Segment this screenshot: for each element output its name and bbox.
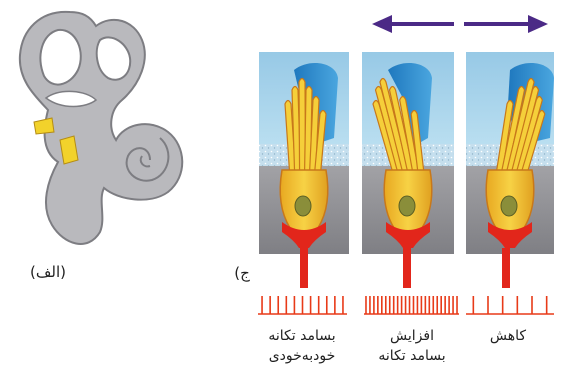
caption-spontaneous-line2: خودبه‌خودی xyxy=(269,348,336,364)
spike-train-increase xyxy=(364,296,459,314)
panel-spontaneous xyxy=(259,52,349,254)
arrow-left-icon xyxy=(372,15,454,33)
spike-train-decrease xyxy=(466,296,554,314)
spike-train-spontaneous xyxy=(258,296,347,314)
nucleus xyxy=(501,196,517,216)
nerve-fiber xyxy=(300,248,308,288)
caption-decrease: کاهش xyxy=(490,328,526,344)
nerve-fiber xyxy=(502,248,510,288)
panel-increase xyxy=(362,52,454,254)
panel-decrease xyxy=(466,52,554,254)
caption-increase-line2: بسامد تکانه xyxy=(378,348,445,364)
arrow-right-icon xyxy=(464,15,548,33)
nucleus xyxy=(295,196,311,216)
panel-c-label: (ج xyxy=(234,264,250,283)
caption-increase-line1: افزایش xyxy=(390,328,434,344)
caption-spontaneous-line1: بسامد تکانه xyxy=(268,328,335,344)
sensory-patch xyxy=(34,118,54,134)
nerve-fiber xyxy=(403,248,411,288)
panel-a-label: (الف) xyxy=(30,263,66,281)
nucleus xyxy=(399,196,415,216)
inner-ear-labyrinth xyxy=(20,12,182,244)
